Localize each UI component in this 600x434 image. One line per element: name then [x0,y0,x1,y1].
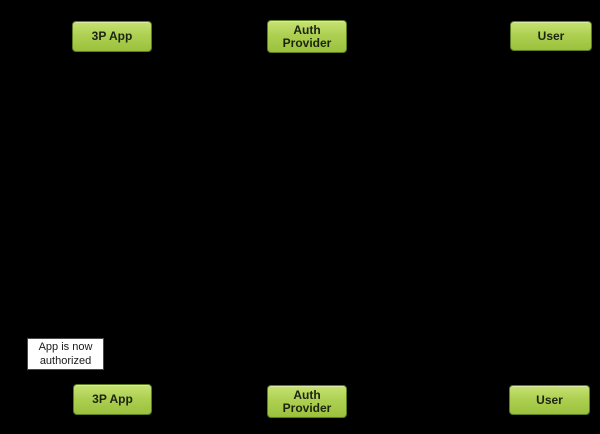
actor-label: 3P App [92,392,133,406]
note-text: App is now authorized [38,341,93,367]
actor-box-user-bottom: User [509,385,590,415]
actor-box-3p-app-bottom: 3P App [73,384,152,415]
actor-box-3p-app-top: 3P App [72,21,152,52]
note-app-authorized: App is now authorized [27,338,104,370]
actor-box-auth-provider-bottom: Auth Provider [267,385,347,418]
actor-label: Auth Provider [282,22,332,50]
actor-label: User [536,392,563,407]
actor-box-auth-provider-top: Auth Provider [267,20,347,53]
actor-label: User [537,28,565,43]
actor-label: Auth Provider [282,387,332,415]
actor-box-user-top: User [510,21,592,51]
actor-label: 3P App [91,29,133,43]
